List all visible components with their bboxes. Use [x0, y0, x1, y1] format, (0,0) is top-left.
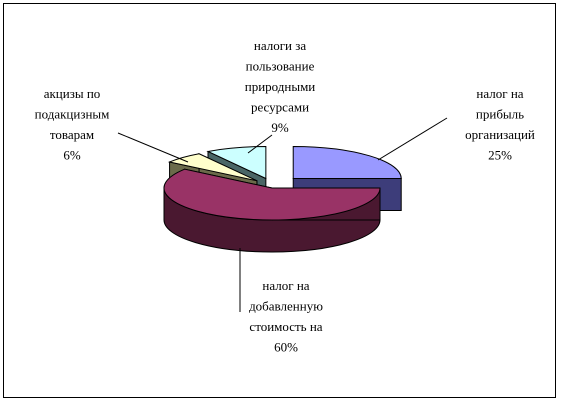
slice-label-line-2-2: товарам: [50, 127, 94, 142]
pie-slice-top-3: [206, 145, 267, 180]
slice-label-line-1-2: стоимость на: [249, 319, 322, 334]
pie-slice-top-0: [292, 145, 402, 179]
pie-slice-1: [163, 168, 381, 253]
slice-label-line-3-2: природными: [245, 79, 316, 94]
leader-line-0: [377, 117, 448, 161]
slice-label-line-0-0: налог на: [476, 86, 523, 101]
slice-label-line-3-0: налоги за: [254, 38, 307, 53]
slice-label-line-3-4: 9%: [271, 120, 289, 135]
slice-label-line-1-1: добавленную: [249, 299, 323, 314]
slice-label-line-3-3: ресурсами: [251, 100, 309, 115]
chart-frame: [3, 3, 556, 398]
slice-label-line-0-2: организаций: [465, 127, 535, 142]
slice-label-line-2-3: 6%: [63, 148, 81, 163]
leader-line-3: [247, 134, 273, 154]
slice-label-line-2-0: акцизы по: [44, 86, 101, 101]
slice-label-0: налог на прибыль организаций 25%: [465, 86, 535, 163]
slice-label-1: налог на добавленную стоимость на 60%: [249, 278, 323, 355]
slice-label-line-1-0: налог на: [262, 278, 309, 293]
leader-line-2: [117, 132, 189, 163]
leader-lines: [117, 117, 448, 312]
slice-label-line-3-1: пользование: [246, 59, 315, 74]
slice-label-line-1-3: 60%: [274, 340, 298, 355]
slice-label-line-0-1: прибыль: [476, 107, 524, 122]
slice-label-2: акцизы по подакцизным товарам 6%: [35, 86, 110, 163]
slice-label-line-2-1: подакцизным: [35, 107, 110, 122]
pie-slices: [163, 145, 402, 253]
slice-label-line-0-3: 25%: [488, 148, 512, 163]
slice-label-3: налоги за пользование природными ресурсами 9…: [245, 38, 316, 135]
slice-labels: налог на прибыль организаций 25% налог на доб…: [35, 38, 535, 355]
pie-slice-top-2: [167, 153, 258, 182]
pie-slice-top-1: [163, 168, 381, 221]
